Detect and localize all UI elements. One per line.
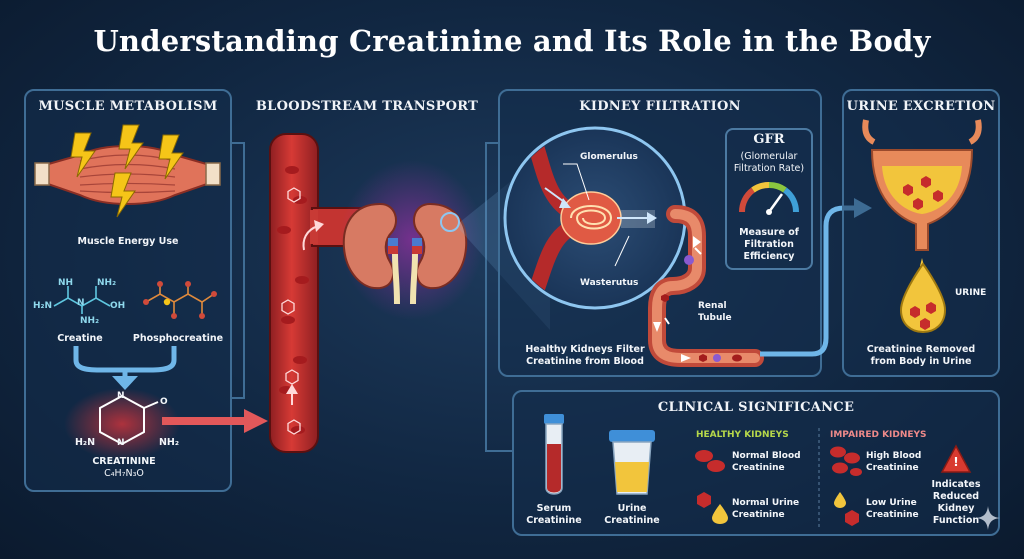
creatinine-h2n-label: H₂N: [74, 437, 96, 448]
impaired-kidneys-title: IMPAIRED KIDNEYS: [830, 430, 927, 440]
bladder-icon: [862, 119, 982, 266]
gfr-measure-3: Efficiency: [743, 251, 795, 262]
kidney-caption-2: Creatinine from Blood: [526, 356, 644, 367]
impaired-blood-cells-icon: [830, 446, 862, 476]
creatinine-ring-n-top: N: [117, 391, 125, 401]
creatine-label: Creatine: [57, 333, 103, 344]
urine-drop-icon: [899, 262, 947, 334]
kidney-panel-title: KIDNEY FILTRATION: [579, 99, 741, 114]
creatinine-label: CREATININE: [92, 456, 156, 467]
gfr-gauge-icon: [738, 182, 800, 215]
healthy-kidneys-title: HEALTHY KIDNEYS: [696, 430, 789, 440]
merge-arrow-icon: [73, 346, 177, 390]
healthy-urine-icon: [697, 492, 728, 524]
healthy-blood-label-1: Normal Blood: [732, 451, 801, 461]
creatinine-to-blood-arrow: [162, 409, 268, 433]
renal-tubule-label-1: Renal: [698, 301, 727, 311]
creatinine-ring-o: O: [160, 397, 168, 407]
impaired-blood-label-1: High Blood: [866, 451, 922, 461]
creatinine-formula: C₄H₇N₃O: [104, 468, 144, 479]
creatine-nh2-bottom-label: NH₂: [80, 316, 100, 326]
renal-tubule-label-2: Tubule: [698, 313, 732, 323]
serum-tube-icon: [544, 414, 564, 495]
impaired-urine-icon: [834, 492, 859, 526]
kidneys-icon: [342, 202, 468, 304]
warning-label-1: Indicates: [931, 479, 981, 490]
serum-label-2: Creatinine: [526, 515, 582, 526]
creatine-oh-label: OH: [110, 301, 126, 311]
wasterutus-label: Wasterutus: [580, 278, 639, 288]
creatine-nh2-top-label: NH₂: [97, 278, 117, 288]
creatinine-nh2-label: NH₂: [158, 437, 180, 448]
healthy-blood-cells-icon: [695, 450, 725, 472]
creatine-nh-label: NH: [58, 278, 74, 288]
gfr-subtitle-2: Filtration Rate): [733, 163, 805, 174]
creatinine-ring-n-bottom: N: [117, 438, 125, 448]
urine-creatinine-label-2: Creatinine: [604, 515, 660, 526]
warning-mark: !: [953, 455, 959, 469]
muscle-icon: [34, 124, 221, 218]
warning-icon: [940, 444, 972, 473]
clinical-divider: [818, 428, 820, 528]
gfr-measure-1: Measure of: [739, 227, 799, 238]
phosphocreatine-molecule-icon: [143, 281, 217, 319]
gfr-subtitle-1: (Glomerular: [740, 151, 798, 162]
urine-caption-2: from Body in Urine: [870, 356, 972, 367]
page-title: Understanding Creatinine and Its Role in…: [93, 24, 931, 58]
urine-creatinine-label-1: Urine: [617, 503, 647, 514]
gfr-box: [725, 128, 813, 270]
urine-caption-1: Creatinine Removed: [866, 344, 976, 355]
creatine-molecule-icon: [53, 286, 111, 314]
impaired-urine-label-2: Creatinine: [866, 510, 919, 520]
serum-label-1: Serum: [536, 503, 572, 514]
creatine-n-label: N: [77, 298, 85, 308]
healthy-blood-label-2: Creatinine: [732, 463, 785, 473]
clinical-panel-title: CLINICAL SIGNIFICANCE: [657, 400, 855, 415]
warning-label-2: Reduced: [932, 491, 980, 502]
clinical-significance-panel: [512, 390, 1000, 536]
urine-cup-icon: [609, 430, 655, 495]
muscle-energy-label: Muscle Energy Use: [77, 236, 179, 247]
phosphocreatine-label: Phosphocreatine: [132, 333, 224, 344]
healthy-urine-label-2: Creatinine: [732, 510, 785, 520]
glomerulus-label: Glomerulus: [580, 152, 638, 162]
kidney-caption-1: Healthy Kidneys Filter: [525, 344, 645, 355]
gfr-measure-2: Filtration: [744, 239, 794, 250]
impaired-blood-label-2: Creatinine: [866, 463, 919, 473]
muscle-panel-title: MUSCLE METABOLISM: [38, 99, 218, 114]
creatinine-molecule-icon: [64, 388, 180, 460]
impaired-urine-label-1: Low Urine: [866, 498, 917, 508]
bloodstream-title: BLOODSTREAM TRANSPORT: [255, 99, 479, 114]
warning-label-4: Function: [932, 515, 980, 526]
healthy-urine-label-1: Normal Urine: [732, 498, 800, 508]
urine-drop-label: URINE: [955, 288, 987, 298]
glomerulus-diagram: [503, 126, 764, 367]
creatine-h2n-label: H₂N: [33, 301, 53, 311]
gfr-title: GFR: [753, 132, 785, 147]
sparkle-icon: [976, 506, 1000, 530]
urine-panel-title: URINE EXCRETION: [846, 99, 996, 114]
warning-label-3: Kidney: [937, 503, 975, 514]
